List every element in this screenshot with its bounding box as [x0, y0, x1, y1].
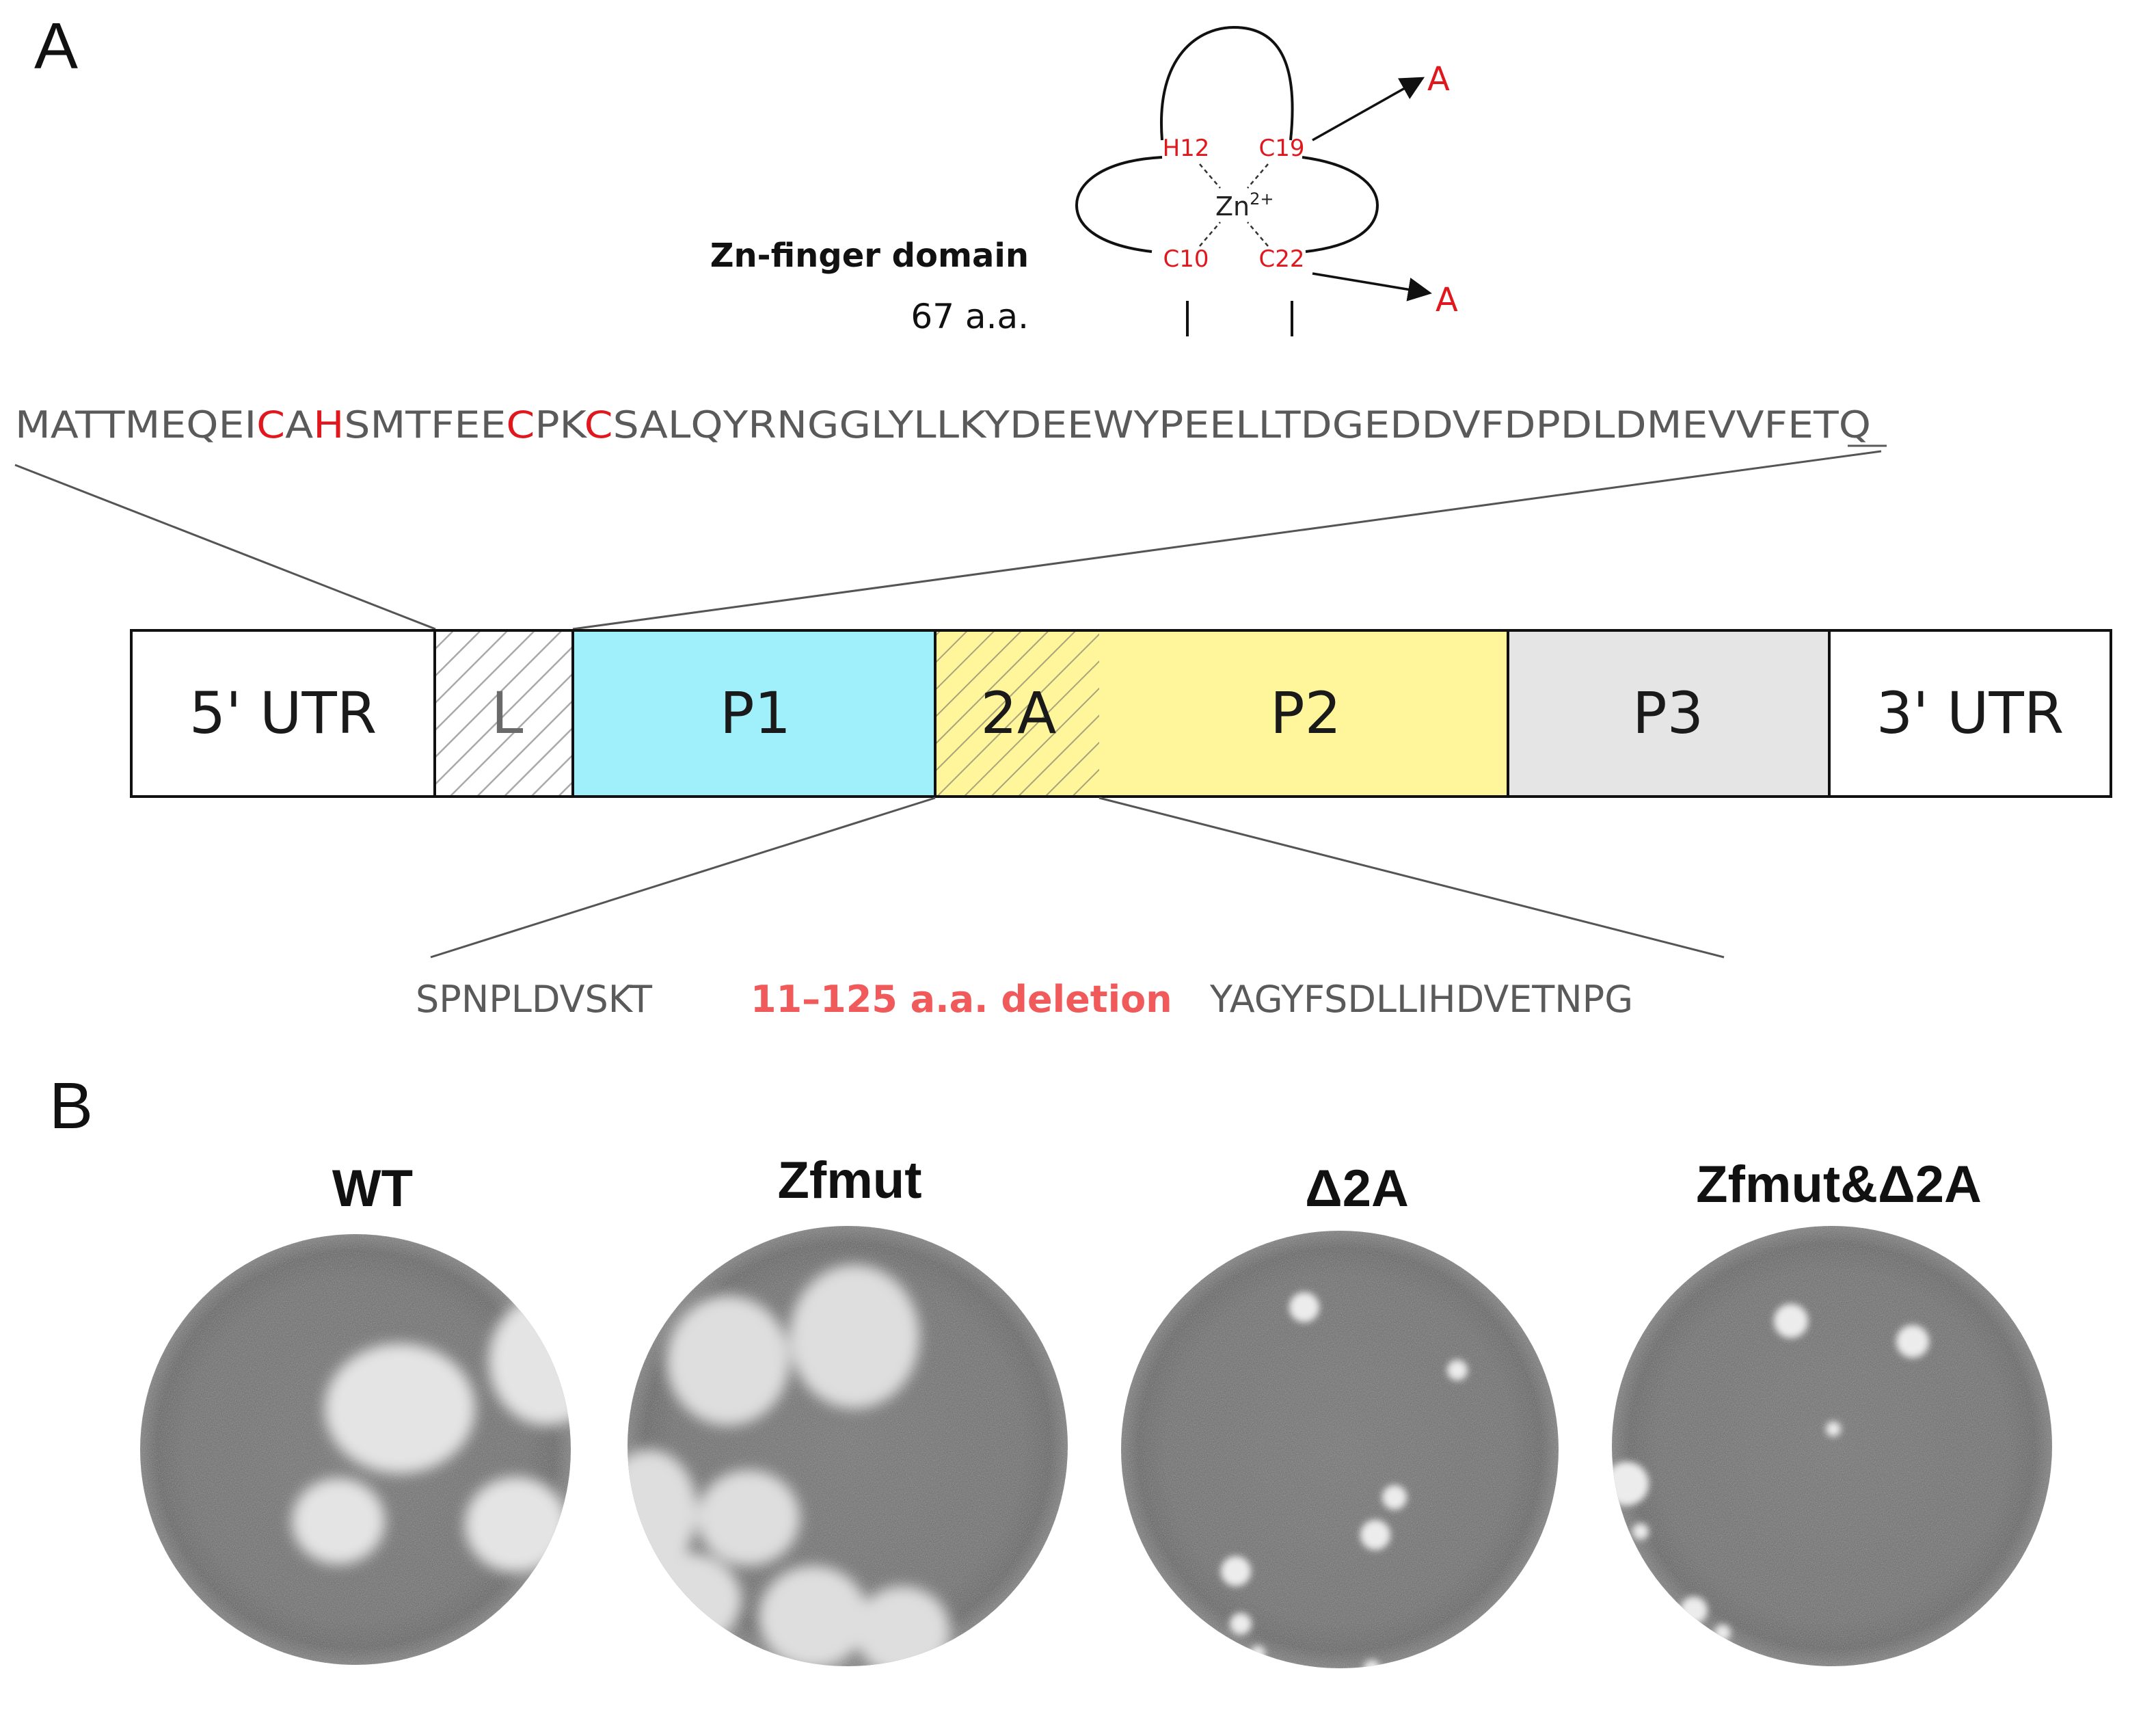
genome-map: 5' UTR L P1 2A P2 P3 3' UTR — [130, 629, 2112, 798]
zoom-line-l-right — [572, 450, 1882, 630]
plaque — [666, 1296, 790, 1426]
segment-p2-border — [934, 629, 1509, 798]
plate-zfmut — [628, 1226, 1068, 1666]
segment-p1 — [571, 629, 936, 798]
plaque — [1382, 1485, 1407, 1510]
plaque — [1774, 1304, 1808, 1338]
plaque — [1826, 1421, 1841, 1437]
zn-finger-diagram: Zn-finger domain 67 a.a. H12 C19 C10 C22… — [710, 25, 1458, 336]
plaque — [854, 1586, 950, 1666]
plaque — [1221, 1556, 1251, 1586]
segment-label-3utr: 3' UTR — [1876, 680, 2064, 747]
segment-5utr — [130, 629, 436, 798]
plaque — [325, 1344, 475, 1473]
plate-title-zfmut-d2a: Zfmut&Δ2A — [1696, 1155, 1982, 1214]
residue-h12: H12 — [1163, 135, 1210, 162]
zoom-line-l-left — [14, 464, 436, 630]
sequence-segment: SMTFEE — [344, 403, 506, 446]
mutation-arrow-c19 — [1312, 77, 1425, 142]
plaque — [489, 1296, 571, 1426]
plaque — [790, 1265, 919, 1408]
plate-title-wt: WT — [332, 1160, 413, 1218]
segment-label-p3: P3 — [1632, 680, 1703, 747]
mutation-a-c19: A — [1427, 60, 1450, 98]
plaque — [292, 1478, 385, 1564]
segment-label-p1: P1 — [720, 680, 791, 747]
segment-p2 — [1099, 630, 1508, 797]
sequence-segment: PK — [535, 403, 587, 446]
plate-title-d2a: Δ2A — [1305, 1160, 1409, 1218]
segment-p3 — [1507, 629, 1831, 798]
segment-label-5utr: 5' UTR — [189, 680, 377, 747]
segment-label-2a: 2A — [981, 680, 1057, 747]
plate-d2a — [1121, 1231, 1559, 1668]
plate-title-zfmut: Zfmut — [777, 1151, 921, 1210]
segment-label-p2: P2 — [1270, 680, 1341, 747]
zinc-ion: Zn2+ — [1215, 189, 1274, 222]
plaque — [1250, 1646, 1265, 1661]
zn-coordination-bonds — [1199, 163, 1269, 247]
plaque — [697, 1470, 800, 1566]
plaque — [1632, 1523, 1649, 1540]
zn-finger-title: Zn-finger domain — [710, 237, 1029, 275]
sequence-segment: A — [285, 403, 313, 446]
residue-c10: C10 — [1163, 245, 1209, 273]
plaque — [1612, 1462, 1649, 1506]
deletion-label: 11–125 a.a. deletion — [751, 978, 1172, 1021]
zn-left-loop — [1075, 156, 1163, 253]
deletion-left-sequence: SPNPLDVSKT — [416, 978, 653, 1021]
plaque — [1714, 1625, 1731, 1641]
segment-2a — [935, 630, 1099, 797]
residue-c19: C19 — [1258, 135, 1304, 162]
zn-top-loop — [1159, 25, 1294, 141]
segment-3utr — [1828, 629, 2112, 798]
zn-finger-length: 67 a.a. — [911, 297, 1029, 336]
plate-wt — [140, 1234, 571, 1665]
segment-label-l: L — [491, 680, 524, 747]
sequence-highlight-residue: C — [506, 403, 535, 446]
plaque — [759, 1566, 868, 1666]
mutation-arrow-c22 — [1312, 272, 1432, 302]
panel-a-label: A — [34, 10, 78, 83]
plaque — [465, 1477, 567, 1573]
sequence-highlight-residue: C — [256, 403, 285, 446]
sequence-highlight-residue: H — [313, 403, 344, 446]
plaque — [1360, 1520, 1390, 1550]
plaque — [1447, 1360, 1468, 1380]
sequence-segment: MATTMEQEI — [15, 403, 256, 446]
plaque — [1680, 1597, 1708, 1624]
plaque — [1289, 1292, 1319, 1322]
plaque — [628, 1450, 697, 1573]
zoom-line-2a-right — [1099, 797, 1725, 959]
plaque — [1896, 1325, 1929, 1358]
zoom-line-2a-left — [430, 797, 936, 959]
mutation-a-c22: A — [1436, 281, 1458, 319]
plaque — [628, 1552, 742, 1648]
plaque — [1230, 1613, 1252, 1635]
sequence-segment: SALQYRNGGLYLLKYDEEWYPEELLTDGEDDVFDPDLDME… — [613, 403, 1871, 446]
residue-c22: C22 — [1258, 245, 1304, 273]
sequence-highlight-residue: C — [584, 403, 613, 446]
zn-right-loop — [1302, 156, 1379, 253]
plate-zfmut-d2a — [1612, 1226, 2052, 1666]
plaque — [1364, 1660, 1380, 1668]
panel-b-label: B — [49, 1069, 93, 1143]
deletion-right-sequence: YAGYFSDLLIHDVETNPG — [1209, 978, 1633, 1021]
